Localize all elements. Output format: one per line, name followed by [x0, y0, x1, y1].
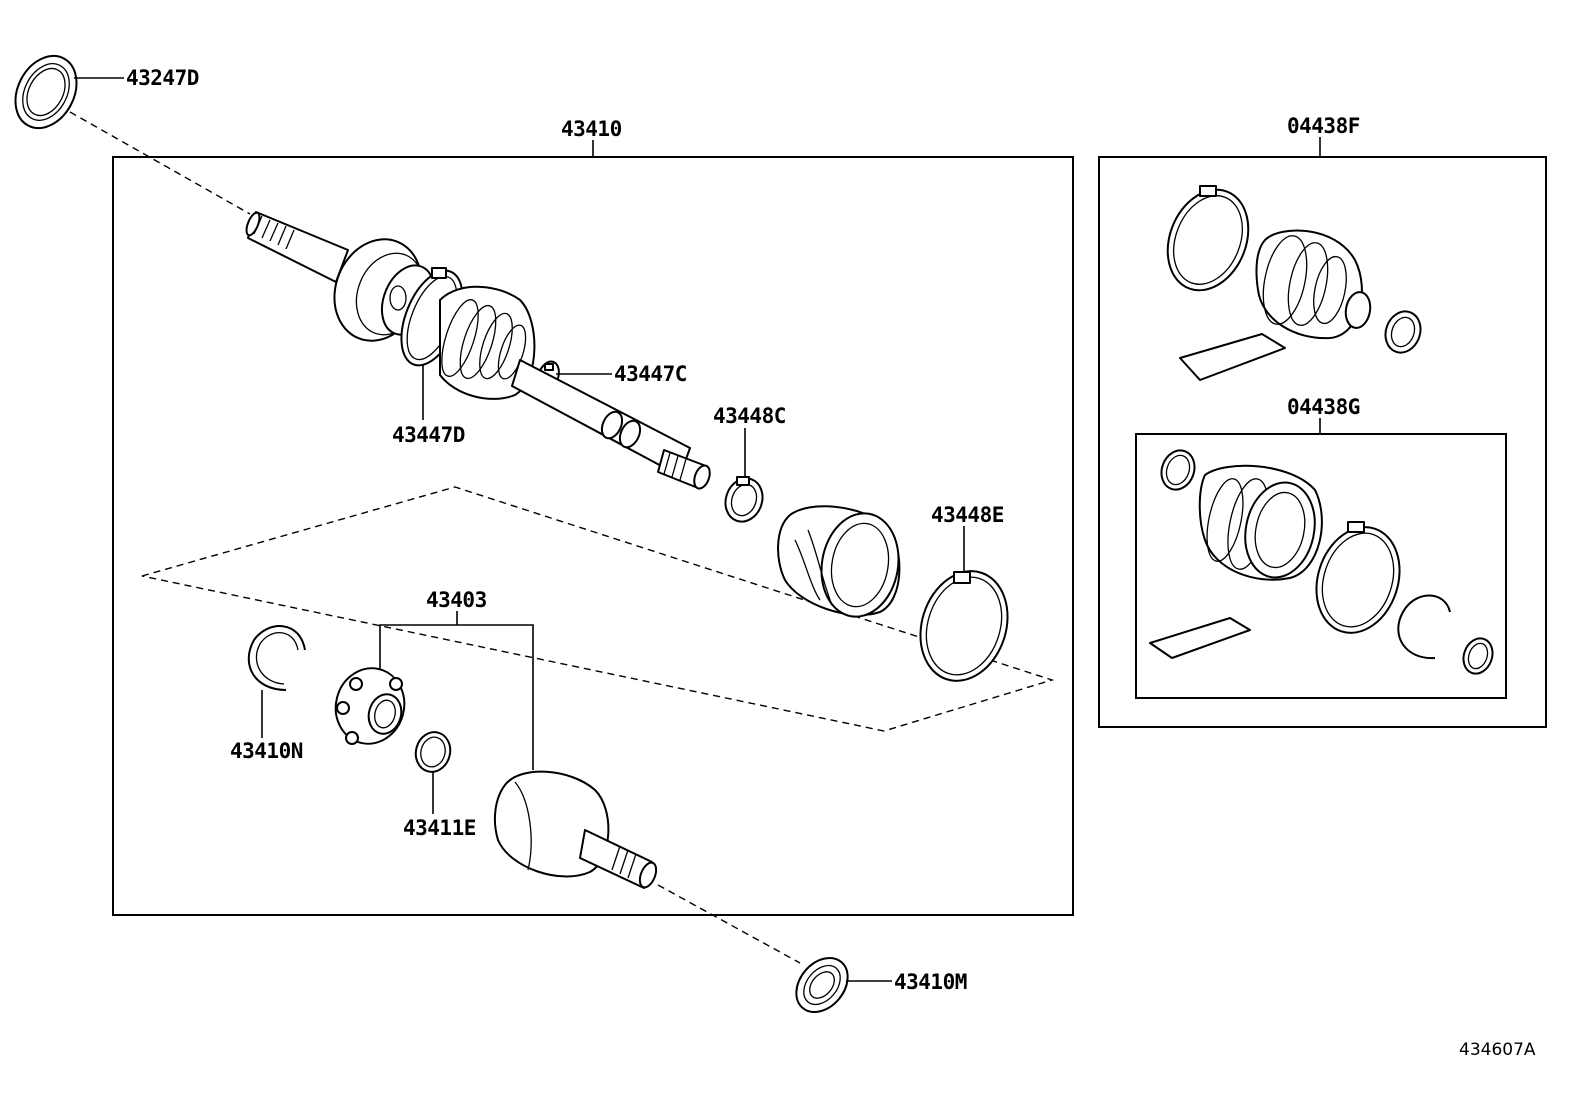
callout-43447D: 43447D: [392, 423, 465, 447]
callout-43410: 43410: [561, 117, 622, 141]
callout-43448C: 43448C: [713, 404, 786, 428]
axis-line-bottom: [657, 884, 801, 964]
callout-43447C: 43447C: [614, 362, 687, 386]
boot-kit-04438F: [1166, 185, 1422, 381]
callout-43410N: 43410N: [230, 739, 303, 763]
axis-line-top: [69, 111, 251, 215]
callout-43448E: 43448E: [931, 503, 1004, 527]
subassembly-dashed-outline: [141, 486, 1055, 732]
group-box-04438F: [1098, 156, 1547, 728]
callout-43403: 43403: [426, 588, 487, 612]
callout-43410M: 43410M: [894, 970, 967, 994]
callout-04438G: 04438G: [1287, 395, 1360, 419]
outer-race: [493, 770, 658, 889]
inner-boot: [777, 505, 901, 618]
boot-kit-04438G: [1149, 449, 1494, 675]
circlip-43411E: [414, 731, 452, 773]
callout-04438F: 04438F: [1287, 114, 1360, 138]
snap-ring-43410N: [247, 625, 306, 691]
dust-seal-43247D: [14, 54, 78, 130]
callout-43411E: 43411E: [403, 816, 476, 840]
drive-shaft-assembly: [245, 211, 711, 490]
diagram-reference-code: 434607A: [1459, 1040, 1536, 1060]
boot-clamp-43448C: [724, 476, 764, 523]
group-box-04438G: [1135, 433, 1507, 699]
inner-race: [334, 667, 406, 745]
callout-43247D: 43247D: [126, 66, 199, 90]
boot-clamp-43448E: [919, 570, 1009, 682]
dust-seal-43410M: [795, 957, 849, 1013]
